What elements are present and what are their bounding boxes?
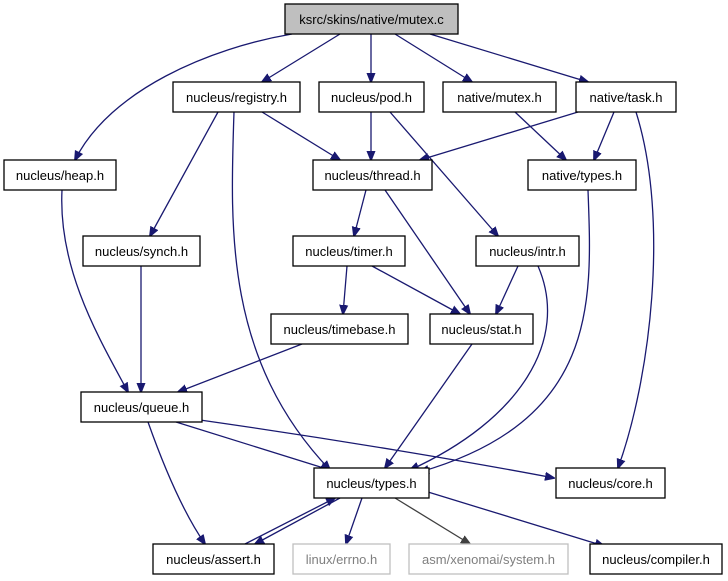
edge-native-types-types	[420, 189, 591, 472]
edge-native-mutex-native-types	[514, 111, 566, 160]
node-intr-label: nucleus/intr.h	[489, 244, 566, 259]
edge-queue-core	[199, 419, 554, 478]
edge-root-registry	[262, 33, 341, 82]
edge-intr-stat	[496, 265, 519, 314]
node-compiler[interactable]: nucleus/compiler.h	[589, 543, 723, 575]
node-assert[interactable]: nucleus/assert.h	[152, 543, 275, 575]
node-pod[interactable]: nucleus/pod.h	[318, 81, 425, 113]
node-synch[interactable]: nucleus/synch.h	[82, 235, 201, 267]
node-types-label: nucleus/types.h	[326, 476, 416, 491]
node-native-task-label: native/task.h	[590, 90, 663, 105]
node-system: asm/xenomai/system.h	[408, 543, 569, 575]
node-heap[interactable]: nucleus/heap.h	[3, 159, 117, 191]
edge-root-native-task	[429, 33, 588, 82]
edge-thread-stat	[384, 189, 470, 314]
node-timebase-label: nucleus/timebase.h	[283, 322, 395, 337]
edge-native-task-core	[618, 111, 655, 468]
edge-heap-queue	[61, 189, 128, 392]
node-thread-label: nucleus/thread.h	[324, 168, 420, 183]
node-native-mutex-label: native/mutex.h	[457, 90, 542, 105]
node-errno: linux/errno.h	[292, 543, 391, 575]
edge-types-assert	[255, 497, 341, 544]
node-timer-label: nucleus/timer.h	[305, 244, 392, 259]
edge-registry-types	[231, 111, 330, 470]
node-timebase[interactable]: nucleus/timebase.h	[270, 313, 409, 345]
node-native-types[interactable]: native/types.h	[527, 159, 637, 191]
node-native-task[interactable]: native/task.h	[575, 81, 677, 113]
node-registry[interactable]: nucleus/registry.h	[172, 81, 301, 113]
edge-pod-intr	[389, 111, 498, 236]
edge-registry-thread	[261, 111, 340, 160]
edge-native-task-native-types	[594, 111, 615, 160]
edge-queue-types	[175, 421, 330, 470]
edge-root-native-mutex	[394, 33, 472, 82]
edge-assert-types	[244, 498, 335, 545]
edge-intr-types	[410, 265, 549, 470]
node-pod-label: nucleus/pod.h	[331, 90, 412, 105]
node-synch-label: nucleus/synch.h	[95, 244, 188, 259]
node-stat[interactable]: nucleus/stat.h	[429, 313, 534, 345]
node-compiler-label: nucleus/compiler.h	[602, 552, 710, 567]
node-thread[interactable]: nucleus/thread.h	[312, 159, 433, 191]
node-queue[interactable]: nucleus/queue.h	[80, 391, 203, 423]
node-native-types-label: native/types.h	[542, 168, 622, 183]
node-root-label: ksrc/skins/native/mutex.c	[299, 12, 444, 27]
node-system-label: asm/xenomai/system.h	[422, 552, 555, 567]
node-core[interactable]: nucleus/core.h	[555, 467, 666, 499]
edge-timer-timebase	[343, 265, 347, 314]
node-native-mutex[interactable]: native/mutex.h	[442, 81, 557, 113]
edge-types-errno	[346, 497, 363, 544]
node-core-label: nucleus/core.h	[568, 476, 653, 491]
edge-timer-stat	[371, 265, 460, 314]
node-registry-label: nucleus/registry.h	[186, 90, 287, 105]
edge-timebase-queue	[178, 343, 303, 392]
node-stat-label: nucleus/stat.h	[441, 322, 521, 337]
node-types[interactable]: nucleus/types.h	[313, 467, 430, 499]
edge-types-system	[394, 497, 470, 544]
nodes: ksrc/skins/native/mutex.c nucleus/regist…	[3, 3, 723, 575]
edge-queue-assert	[147, 421, 205, 544]
node-root[interactable]: ksrc/skins/native/mutex.c	[284, 3, 459, 35]
edges	[61, 33, 655, 546]
node-intr[interactable]: nucleus/intr.h	[475, 235, 580, 267]
edge-types-compiler	[427, 491, 604, 546]
edge-native-task-thread	[420, 111, 579, 160]
node-timer[interactable]: nucleus/timer.h	[292, 235, 406, 267]
edge-root-heap	[75, 33, 293, 160]
edge-thread-timer	[354, 189, 367, 236]
node-errno-label: linux/errno.h	[306, 552, 378, 567]
edge-stat-types	[385, 343, 473, 468]
node-queue-label: nucleus/queue.h	[94, 400, 189, 415]
node-heap-label: nucleus/heap.h	[16, 168, 104, 183]
node-assert-label: nucleus/assert.h	[166, 552, 261, 567]
edge-registry-synch	[150, 111, 219, 236]
